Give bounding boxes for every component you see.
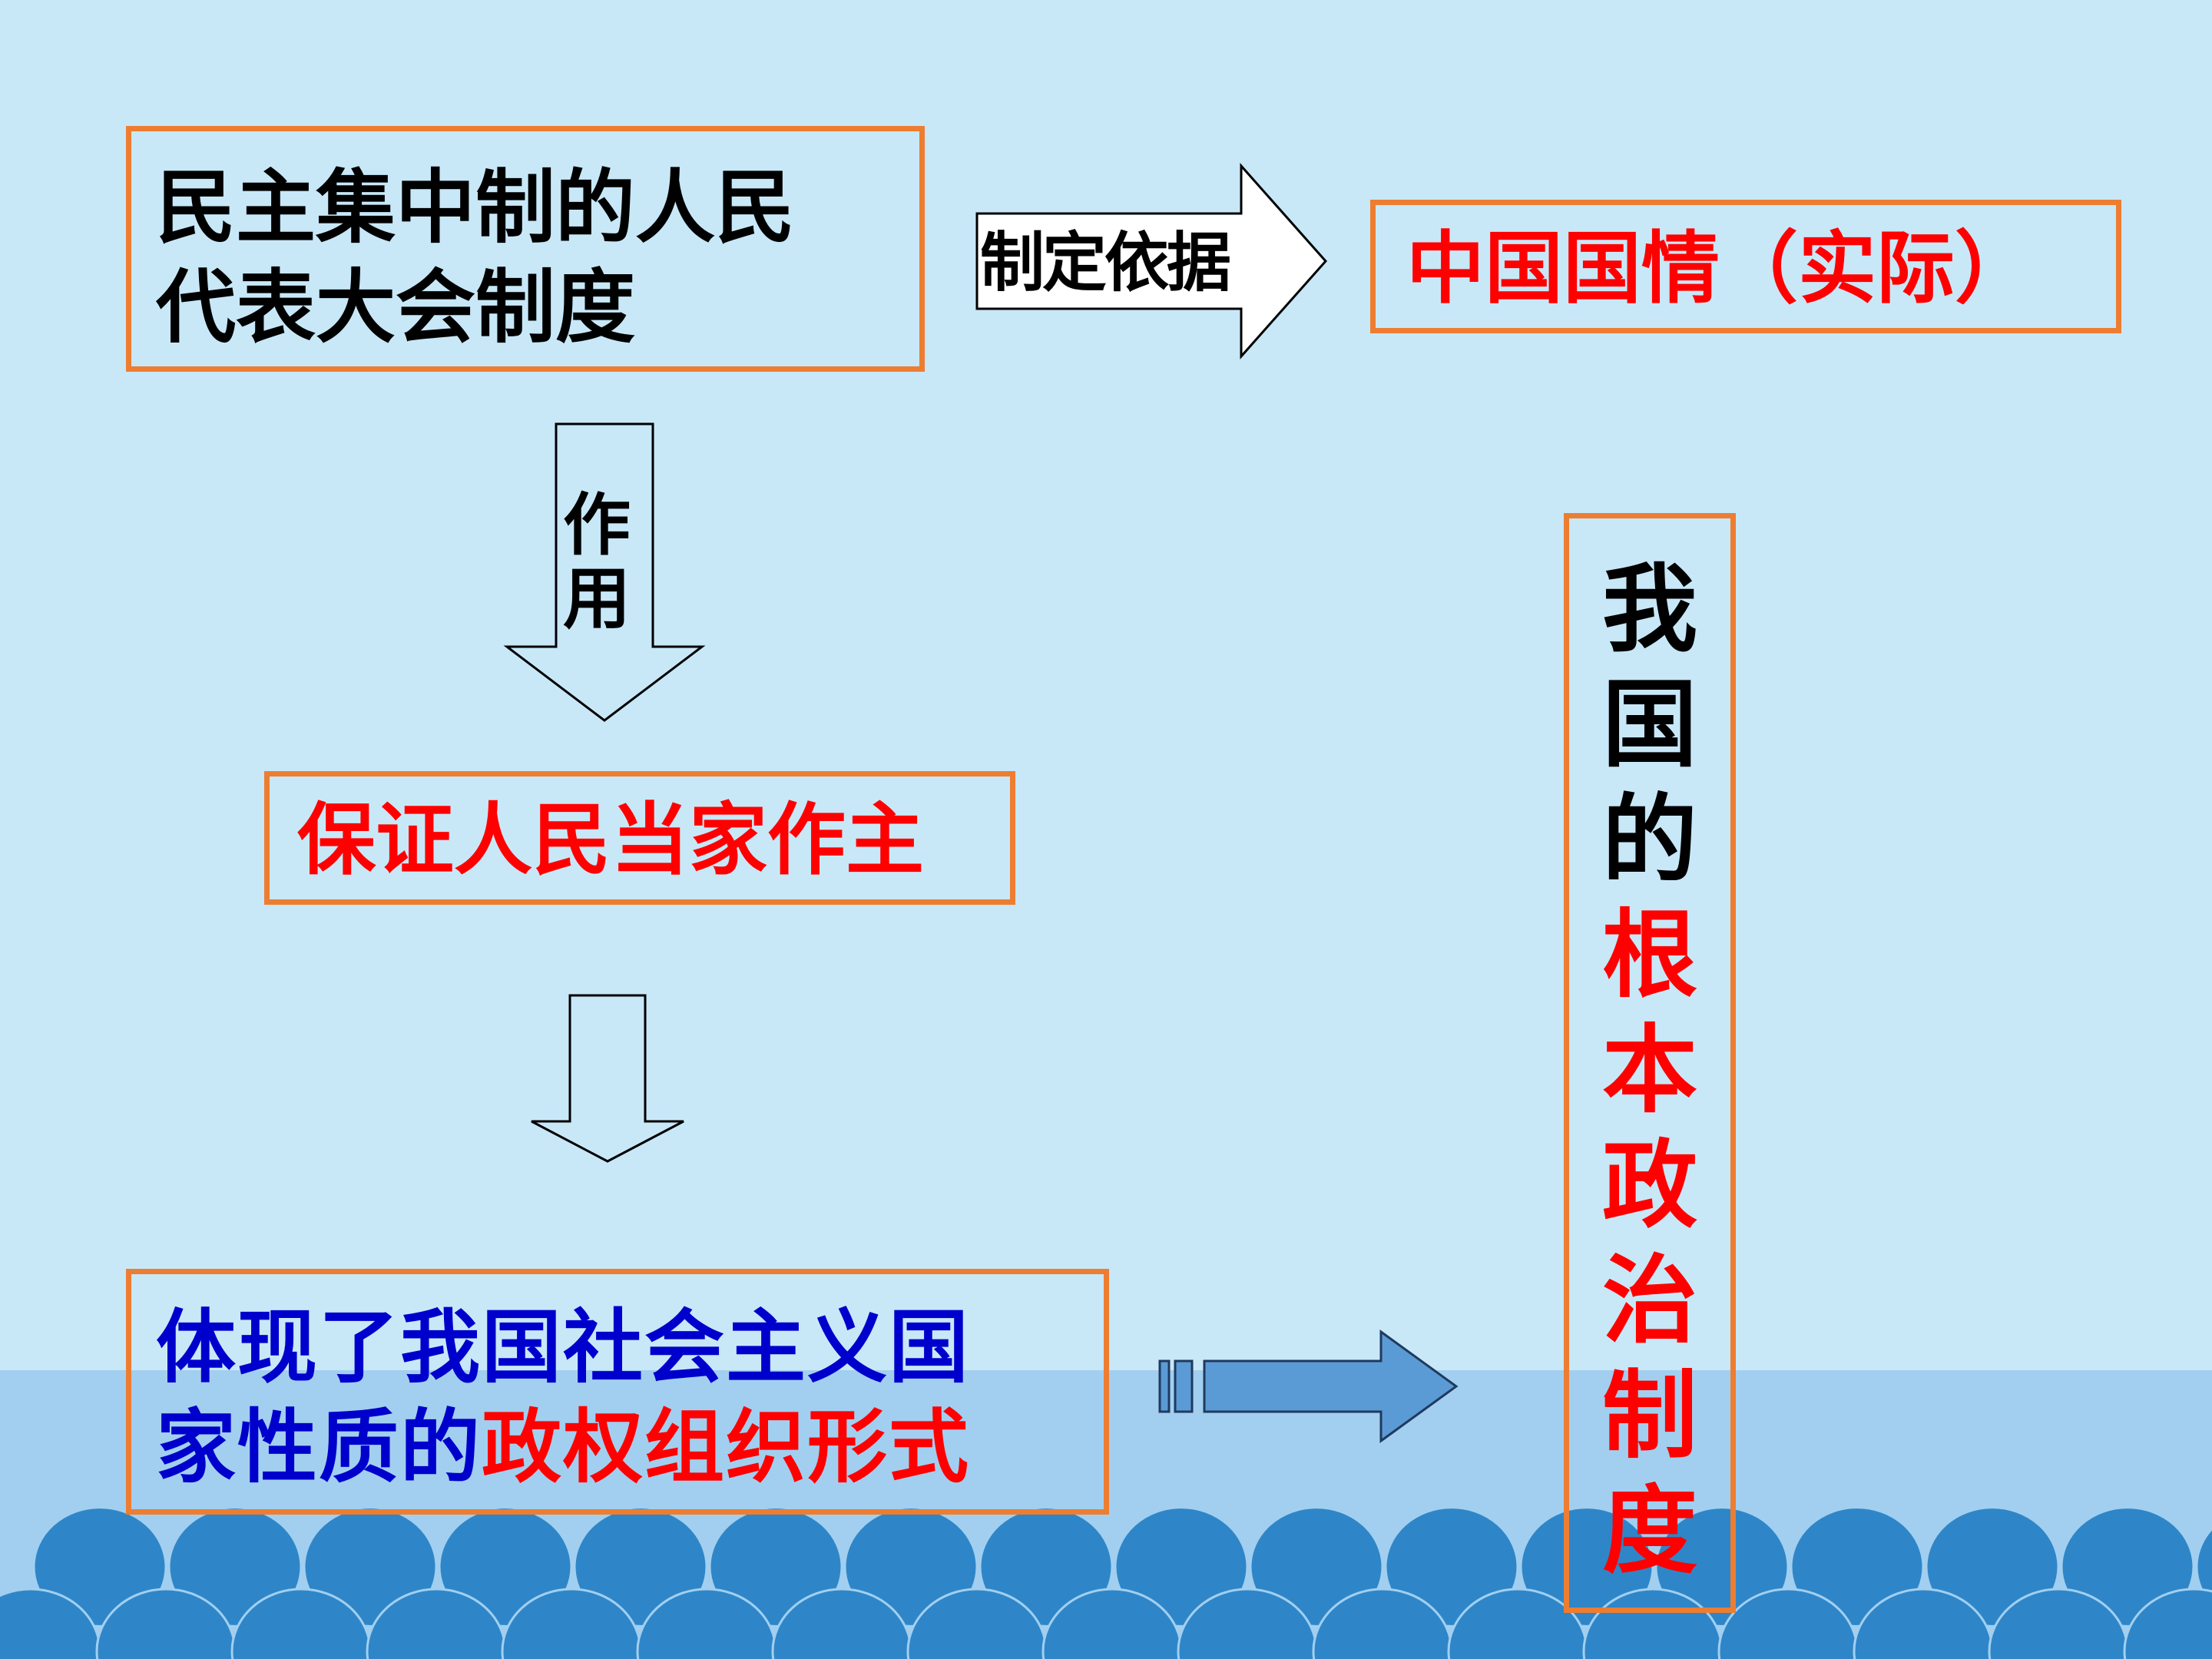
striped-arrow-bar-1 xyxy=(1158,1359,1171,1413)
node-fundamental-highlight: 根本政治制度 xyxy=(1601,900,1697,1587)
node-embody-line2: 家性质的政权组织形式 xyxy=(156,1397,1104,1497)
basis-arrow xyxy=(975,163,1328,359)
wave-dome xyxy=(2195,1527,2212,1607)
node-system-line2: 代表大会制度 xyxy=(156,260,636,354)
node-guarantee-text: 保证人民当家作主 xyxy=(297,795,924,886)
node-embody: 体现了我国社会主义国 家性质的政权组织形式 xyxy=(126,1269,1109,1515)
striped-arrow xyxy=(1203,1330,1459,1443)
node-condition: 中国国情（实际） xyxy=(1370,200,2121,333)
node-system-line1: 民主集中制的人民 xyxy=(156,161,796,254)
node-embody-line2-highlight: 政权组织形式 xyxy=(482,1400,971,1494)
down-arrow xyxy=(531,994,684,1163)
wave-dome xyxy=(2123,1588,2212,1659)
waves-front-row xyxy=(0,1588,2212,1659)
node-embody-line1: 体现了我国社会主义国 xyxy=(156,1300,971,1394)
basis-label: 制定依据 xyxy=(980,225,1231,300)
role-arrow xyxy=(503,422,706,722)
node-condition-text: 中国国情（实际） xyxy=(1406,224,2033,315)
node-fundamental-prefix: 我国的 xyxy=(1601,555,1697,896)
role-label: 作用 xyxy=(562,485,631,638)
node-fundamental: 我国的根本政治制度 xyxy=(1564,513,1736,1613)
striped-arrow-bar-2 xyxy=(1174,1359,1194,1413)
node-embody-line2-prefix: 家性质的 xyxy=(156,1400,482,1494)
node-guarantee: 保证人民当家作主 xyxy=(264,771,1015,905)
node-system: 民主集中制的人民 代表大会制度 xyxy=(126,126,925,372)
